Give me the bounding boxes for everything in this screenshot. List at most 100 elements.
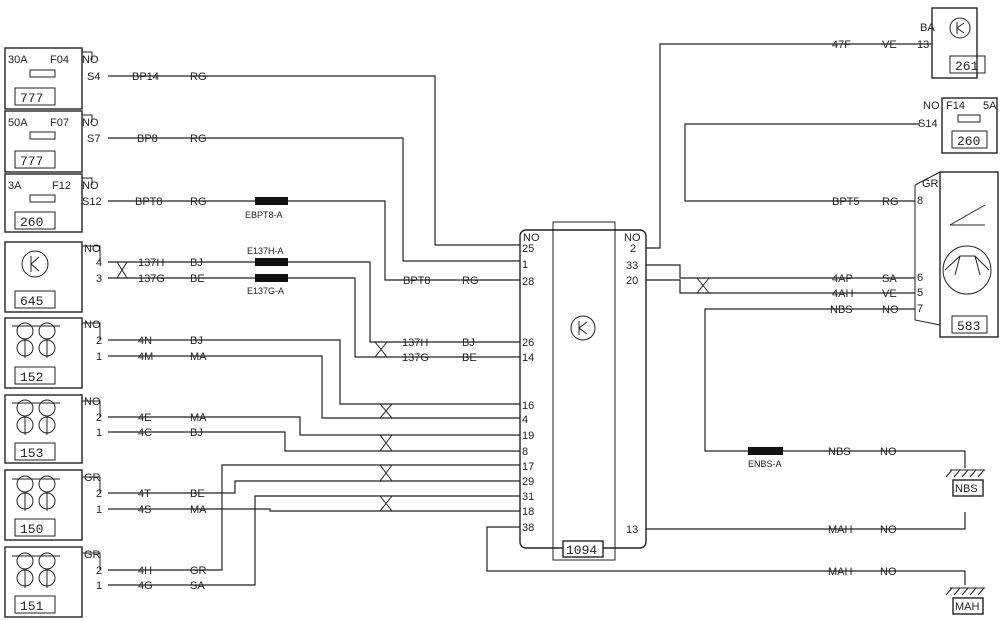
component-777-a: 30A F04 NO S4 777: [4, 47, 100, 110]
pin-6: 6: [917, 272, 923, 284]
wire-label: 4H: [138, 565, 152, 577]
component-1094: 1094 NO NO 25 1 28 26 14 16 4 19 8 17 29…: [519, 221, 647, 561]
right-pin-numbers: 2 33 20 13: [626, 243, 638, 536]
pin: 33: [626, 260, 638, 272]
left-pin-numbers: 25 1 28 26 14 16 4 19 8 17 29 31 18 38: [522, 243, 534, 534]
pin-no: NO: [82, 117, 99, 129]
pin-ba: BA: [920, 22, 935, 34]
pin-8: 8: [917, 195, 923, 207]
component-151: GR 2 1 151: [4, 546, 102, 618]
wire-label: MAH: [828, 524, 853, 536]
component-number: 1094: [566, 543, 597, 558]
wire-color: BE: [462, 352, 477, 364]
twisted-pair-markers: [116, 261, 710, 512]
pin-no: NO: [82, 180, 99, 192]
fuse-rating: 30A: [8, 54, 28, 66]
pin: 29: [522, 476, 534, 488]
pin-1: 1: [96, 580, 102, 592]
wire-label: 137G: [402, 352, 429, 364]
speaker-pair-icon: [12, 399, 60, 435]
pin: 31: [522, 491, 534, 503]
component-number: 261: [955, 59, 979, 74]
component-261: BA 13 261: [917, 7, 986, 79]
electronic-module-icon: [570, 315, 596, 341]
wire-color: GR: [190, 565, 207, 577]
pin-no: GR: [84, 472, 101, 484]
connector-e137g: [255, 274, 288, 282]
pin: 18: [522, 506, 534, 518]
connector-enbs: [748, 447, 783, 455]
right-no: NO: [624, 232, 641, 244]
speaker-pair-icon: [12, 475, 60, 511]
wire-color: BJ: [190, 257, 203, 269]
pin-label: S4: [87, 71, 100, 83]
component-260-b: NO F14 5A S14 260: [918, 97, 998, 154]
pin: 8: [522, 446, 528, 458]
wire-label: BP14: [132, 71, 159, 83]
inline-connectors: [255, 197, 783, 455]
ground-mah: MAH: [945, 587, 985, 615]
pin: 25: [522, 243, 534, 255]
component-number: 152: [20, 370, 43, 385]
pin: 20: [626, 275, 638, 287]
wire-label: 4N: [138, 335, 152, 347]
speaker-pair-icon: [12, 552, 60, 588]
pin-label: S12: [82, 196, 102, 208]
connector-label: E137H-A: [247, 246, 284, 256]
wire-color: BE: [190, 273, 205, 285]
ground-nbs: NBS: [945, 469, 985, 497]
pin-1: 1: [96, 427, 102, 439]
wire-color: SA: [882, 273, 897, 285]
pin-no: NO: [923, 100, 940, 112]
wire-label: 137H: [138, 257, 164, 269]
wire-color: SA: [190, 580, 205, 592]
ground-label: MAH: [955, 601, 980, 613]
component-260-a: 3A F12 NO S12 260: [4, 173, 102, 233]
fuse-rating: 3A: [8, 180, 22, 192]
pin: 14: [522, 352, 534, 364]
connector-ebpt8: [255, 197, 288, 205]
wire-color: RG: [190, 196, 207, 208]
pin-no: NO: [82, 54, 99, 66]
component-number: 150: [20, 522, 43, 537]
pin-2: 2: [96, 412, 102, 424]
wires: [82, 43, 966, 586]
wire-color: BJ: [462, 337, 475, 349]
component-number: 260: [20, 215, 43, 230]
fuse-id: F14: [946, 100, 965, 112]
wire-label: 4M: [138, 351, 153, 363]
wire-color: NO: [882, 304, 899, 316]
wire-label: 137G: [138, 273, 165, 285]
pin: 1: [522, 259, 528, 271]
wire-label: NBS: [830, 304, 853, 316]
pin-no: GR: [84, 549, 101, 561]
wire-labels: BP14 RG BP8 RG BPT8 RG EBPT8-A 137H BJ 1…: [132, 39, 899, 592]
fuse-id: F04: [50, 54, 69, 66]
electronic-module-icon: [949, 17, 971, 39]
wire-label: 4E: [138, 412, 151, 424]
component-777-b: 50A F07 NO S7 777: [4, 110, 100, 173]
connector-label: EBPT8-A: [245, 210, 283, 220]
pin: 38: [522, 522, 534, 534]
wire-label: 4AH: [832, 288, 853, 300]
pin-gr: GR: [922, 178, 939, 190]
pin: 13: [626, 524, 638, 536]
pin-1: 1: [96, 504, 102, 516]
wire-color: BJ: [190, 335, 203, 347]
pin-13: 13: [917, 39, 929, 51]
slope-icon: [949, 204, 986, 226]
component-number: 153: [20, 446, 43, 461]
wire-color: NO: [880, 446, 897, 458]
component-number: 151: [20, 599, 44, 614]
pin-no: NO: [84, 319, 101, 331]
wire-color: RG: [190, 71, 207, 83]
component-150: GR 2 1 150: [4, 469, 102, 541]
pin-2: 2: [96, 565, 102, 577]
pin-1: 1: [96, 351, 102, 363]
wire-color: NO: [880, 524, 897, 536]
wire-label: BP8: [137, 133, 158, 145]
connector-label: ENBS-A: [748, 459, 782, 469]
component-583: GR 8 6 5 7 583: [914, 171, 999, 338]
pin: 2: [630, 243, 636, 255]
wire-label: BPT8: [403, 275, 431, 287]
